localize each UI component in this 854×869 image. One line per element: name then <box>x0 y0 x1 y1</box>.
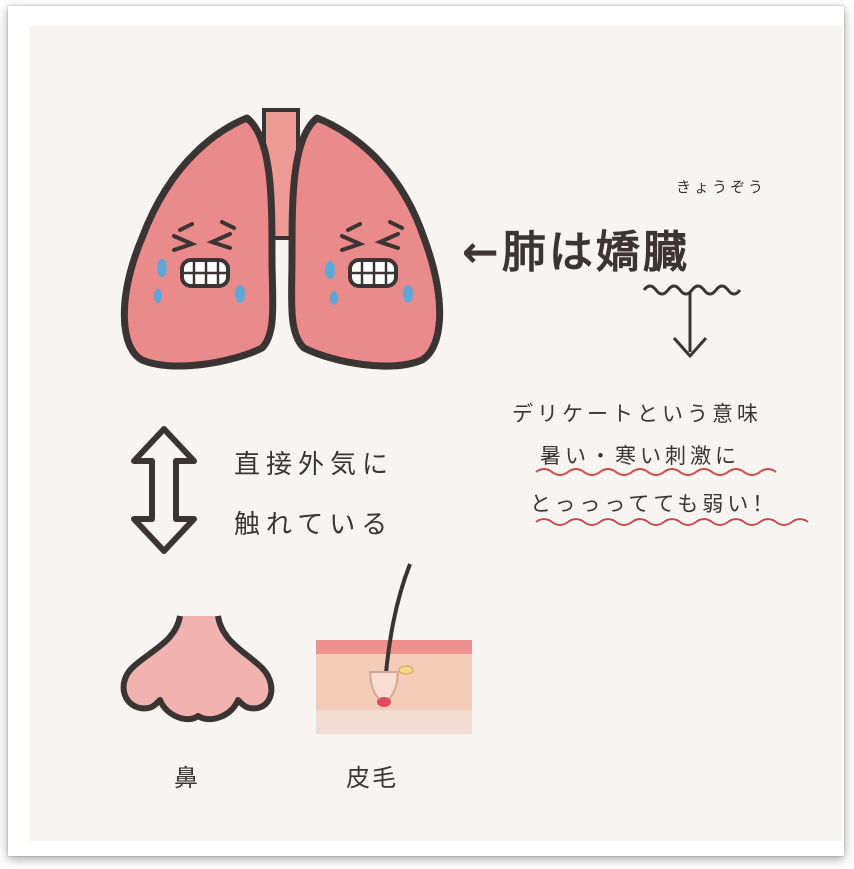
heading: ←肺は嬌臓 <box>462 216 690 280</box>
skin-label: 皮毛 <box>346 764 398 792</box>
meaning-line-3: とっっってても弱い！ <box>530 492 778 516</box>
double-arrow-icon <box>131 426 197 554</box>
right-crying-face <box>340 220 404 288</box>
heading-ruby: きょうぞう <box>676 178 767 196</box>
heading-text: 肺は嬌臓 <box>501 227 690 278</box>
tear-drop <box>403 285 413 303</box>
tear-drop <box>325 261 335 279</box>
exposure-line-1: 直接外気に <box>234 450 395 480</box>
red-wavy-underline <box>535 468 809 526</box>
nose-illustration <box>120 615 275 723</box>
left-arrow-icon: ← <box>462 227 502 278</box>
left-lung <box>120 114 277 370</box>
down-arrow-icon <box>642 284 742 358</box>
skin-hair-illustration <box>316 563 472 734</box>
photo-frame <box>8 6 844 856</box>
crying-lungs-illustration <box>120 108 444 370</box>
tear-drop <box>235 285 245 303</box>
tear-drop <box>330 291 338 305</box>
meaning-line-2: 暑い・寒い刺激に <box>540 444 740 468</box>
nose-label: 鼻 <box>174 764 200 792</box>
tear-drop <box>154 289 162 303</box>
left-crying-face <box>172 220 236 288</box>
right-lung <box>288 114 444 370</box>
meaning-line-1: デリケートという意味 <box>512 402 762 426</box>
tear-drop <box>157 259 167 277</box>
exposure-line-2: 触れている <box>234 510 394 540</box>
